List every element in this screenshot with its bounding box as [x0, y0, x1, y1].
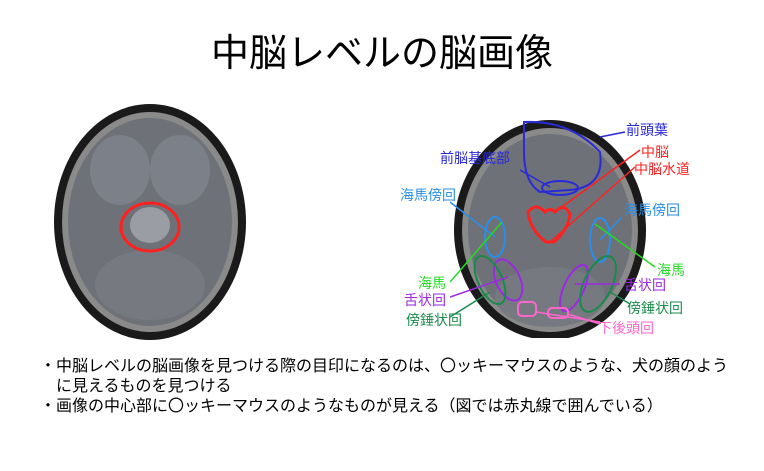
bullet-item: ・中脳レベルの脳画像を見つける際の目印になるのは、〇ッキーマウスのような、犬の顔…	[40, 356, 729, 395]
mri-image-right	[450, 120, 656, 338]
label-hippocampus-right: 海馬	[657, 263, 685, 279]
label-hippocampus-left: 海馬	[418, 276, 446, 292]
label-lingual-right: 舌状回	[624, 278, 666, 294]
label-midbrain: 中脳	[641, 145, 669, 161]
midbrain-highlight-circle	[119, 201, 181, 253]
label-parahippocampal-right: 海馬傍回	[624, 203, 680, 219]
page-title: 中脳レベルの脳画像	[210, 31, 553, 75]
label-frontal-lobe: 前頭葉	[626, 123, 668, 139]
midbrain-outline	[526, 205, 572, 244]
label-fusiform-right: 傍錘状回	[627, 301, 683, 317]
bullet-item: ・画像の中心部に〇ッキーマウスのようなものが見える（図では赤丸線で囲んでいる）	[40, 396, 663, 415]
label-basal-forebrain: 前脳基底部	[440, 151, 510, 167]
bullet-list: ・中脳レベルの脳画像を見つける際の目印になるのは、〇ッキーマウスのような、犬の顔…	[40, 356, 730, 416]
label-aqueduct: 中脳水道	[634, 162, 690, 178]
label-inferior-occipital: 下後頭回	[598, 321, 654, 337]
frontal-lobe-outline	[523, 120, 602, 194]
label-parahippocampal-left: 海馬傍回	[400, 188, 456, 204]
mri-image-left	[50, 100, 250, 340]
label-lingual-left: 舌状回	[404, 293, 446, 309]
label-fusiform-left: 傍錘状回	[406, 313, 462, 329]
